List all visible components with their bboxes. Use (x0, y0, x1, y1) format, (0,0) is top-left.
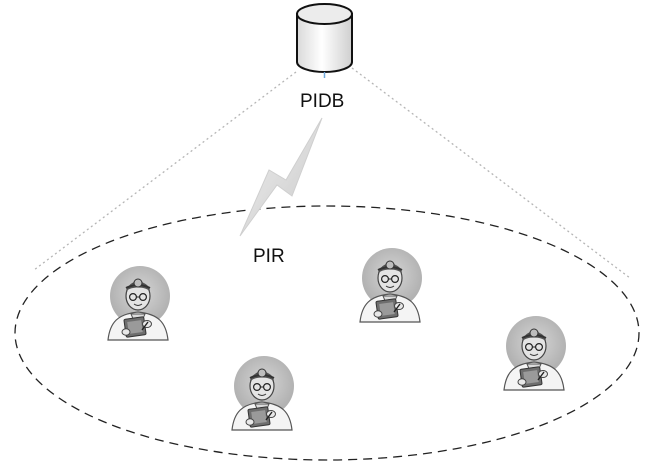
link-label: PIR (253, 246, 285, 267)
wireless-link-lightning-icon (239, 117, 323, 237)
database-label: PIDB (300, 91, 344, 112)
user-region-ellipse (14, 205, 640, 461)
doctor-with-clipboard-icon (107, 265, 171, 341)
doctor-with-clipboard-icon (359, 247, 423, 323)
coverage-cone (33, 67, 631, 279)
doctor-with-clipboard-icon (231, 355, 295, 431)
cone-left-line (33, 71, 297, 271)
cone-right-line (351, 67, 631, 279)
database-cylinder-icon (296, 3, 353, 78)
doctor-with-clipboard-icon (503, 315, 567, 391)
